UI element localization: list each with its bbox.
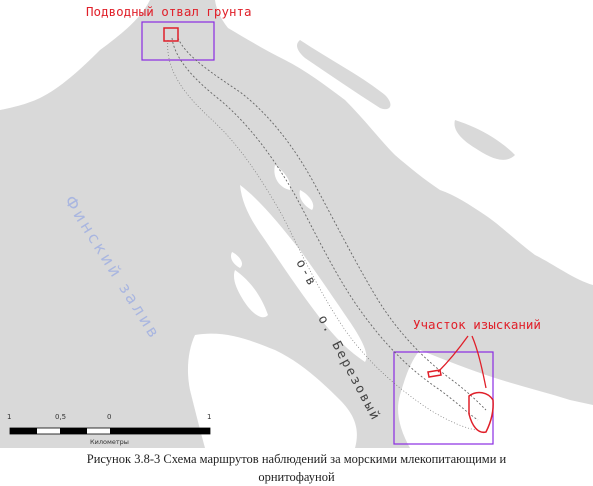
figure-caption-line-1: Рисунок 3.8-3 Схема маршрутов наблюдений… — [86, 452, 507, 466]
dump-site-frame — [141, 21, 215, 61]
land-island-small-2 — [299, 190, 314, 210]
scale-bar: 1 0,5 0 1 Километры — [7, 413, 211, 446]
land-berezovy-north — [233, 270, 268, 318]
land-island-small-3 — [230, 252, 243, 268]
figure-caption-line-2: орнитофауной — [258, 470, 335, 484]
survey-area-frame — [393, 351, 494, 445]
scale-tick-3: 0 — [107, 413, 111, 421]
scale-tick-2: 0,5 — [55, 413, 66, 421]
land-island-central — [240, 185, 367, 362]
land-islet-nw — [48, 65, 71, 81]
land-northwest — [0, 0, 150, 110]
route-line-2 — [177, 37, 487, 411]
survey-pointer-line-2 — [471, 335, 487, 389]
land-channel-cut — [297, 40, 391, 110]
land-survey-peninsula — [435, 365, 488, 438]
land-northeast — [215, 0, 593, 285]
land-island-small-1 — [274, 165, 291, 190]
scale-unit: Километры — [90, 438, 129, 446]
scale-tick-4: 1 — [207, 413, 211, 421]
survey-area-shape-small — [427, 369, 442, 378]
land-berezovy-island — [187, 333, 357, 448]
scale-tick-1: 1 — [7, 413, 11, 421]
map-view[interactable]: Подводный отвал грунта Участок изысканий… — [0, 0, 593, 448]
survey-area-shape-main — [468, 391, 494, 434]
dump-site-label: Подводный отвал грунта — [86, 4, 252, 19]
survey-area-label: Участок изысканий — [413, 317, 541, 332]
dump-site-marker — [163, 27, 179, 42]
land-inner-bay — [454, 120, 515, 160]
